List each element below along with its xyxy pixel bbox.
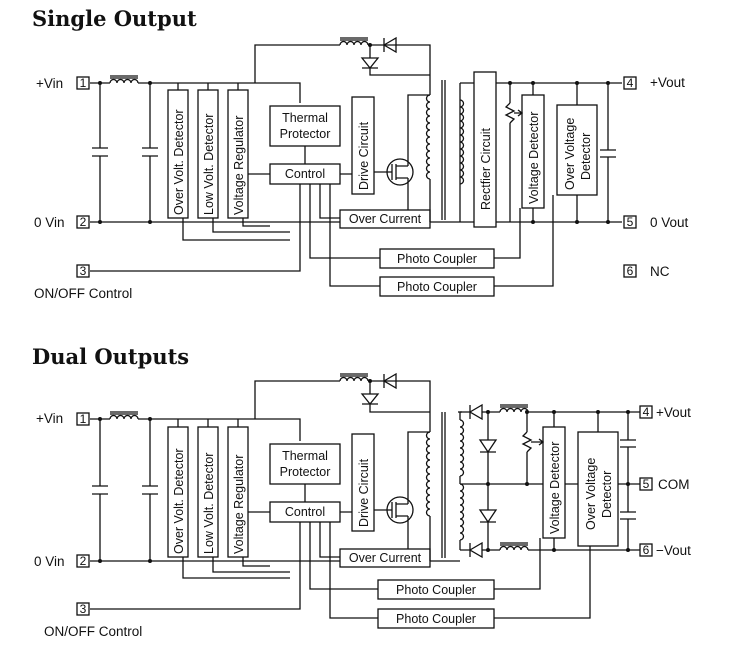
single-pin4-num: 4 [627, 76, 634, 90]
single-photo-coupler-2-label: Photo Coupler [397, 280, 477, 294]
single-low-volt-detector-label: Low Volt. Detector [202, 114, 216, 215]
dual-pin1-num: 1 [80, 412, 87, 426]
dual-pin3-label: ON/OFF Control [44, 624, 142, 639]
single-pin3-label: ON/OFF Control [34, 286, 132, 301]
dual-voltage-regulator-label: Voltage Regulator [232, 455, 246, 554]
single-pin1-box [76, 76, 90, 90]
dual-pin5-label: COM [658, 477, 690, 492]
single-secondary: Rectfier Circuit Voltage Detector Over V… [460, 71, 622, 228]
dual-pin3-num: 3 [80, 602, 87, 616]
dual-pin3-box [76, 602, 90, 616]
dual-voltage-detector-label: Voltage Detector [548, 442, 562, 534]
single-pin1-label: +Vin [36, 76, 63, 91]
single-rectifier-label: Rectfier Circuit [479, 128, 493, 210]
dual-pin1-label: +Vin [36, 411, 63, 426]
single-detectors: Over Volt. Detector Low Volt. Detector V… [167, 83, 290, 241]
dual-drive-circuit-label: Drive Circuit [357, 458, 371, 527]
single-pin1-num: 1 [80, 76, 87, 90]
dual-pin4-num: 4 [643, 405, 650, 419]
dual-thermal-protector-label-2: Protector [280, 465, 331, 479]
dual-pin5-num: 5 [643, 477, 650, 491]
dual-over-voltage-detector [577, 431, 619, 547]
dual-pin4-label: +Vout [656, 405, 691, 420]
dual-secondary: Voltage Detector Over Voltage Detector [460, 403, 636, 559]
dual-pin2-num: 2 [80, 554, 87, 568]
dual-pin6-num: 6 [643, 543, 650, 557]
single-pin6-label: NC [650, 264, 670, 279]
single-thermal-protector-label-2: Protector [280, 127, 331, 141]
dual-output-diagram: Dual Outputs Over Volt. Detector Low Vol… [32, 344, 691, 639]
dual-drive-circuit [351, 433, 375, 532]
single-control: Thermal Protector Control Drive Circuit … [90, 94, 554, 297]
single-voltage-regulator-label: Voltage Regulator [232, 116, 246, 215]
single-over-voltage-detector-label-2: Detector [579, 133, 593, 180]
single-over-current-label: Over Current [349, 212, 422, 226]
dual-low-volt-detector-label: Low Volt. Detector [202, 453, 216, 554]
dual-photo-coupler-1-label: Photo Coupler [396, 583, 476, 597]
single-control-label: Control [285, 167, 325, 181]
single-pin4-box [623, 76, 637, 90]
single-transformer [425, 75, 465, 222]
dual-control-label: Control [285, 505, 325, 519]
single-pin6-num: 6 [627, 264, 634, 278]
single-pin5-box [623, 215, 637, 229]
single-voltage-detector-label: Voltage Detector [527, 112, 541, 204]
dual-pin6-label: −Vout [656, 543, 691, 558]
single-pin6-box [623, 264, 637, 278]
dual-over-voltage-detector-label-2: Detector [600, 471, 614, 518]
single-pin3-num: 3 [80, 264, 87, 278]
dual-thermal-protector-label-1: Thermal [282, 449, 328, 463]
dual-pin2-label: 0 Vin [34, 554, 65, 569]
dual-control: Thermal Protector Control Drive Circuit … [90, 431, 591, 629]
single-pin2-box [76, 215, 90, 229]
single-thermal-protector-label-1: Thermal [282, 111, 328, 125]
dual-transformer [425, 411, 465, 561]
dual-pin1-box [76, 412, 90, 426]
single-drive-circuit-label: Drive Circuit [357, 121, 371, 190]
single-pin2-num: 2 [80, 215, 87, 229]
dual-over-voltage-detector-label-1: Over Voltage [584, 458, 598, 530]
single-input-wiring [90, 36, 460, 224]
single-pin3-box [76, 264, 90, 278]
single-over-volt-detector-label: Over Volt. Detector [172, 109, 186, 215]
dual-title: Dual Outputs [32, 344, 189, 369]
single-pin4-label: +Vout [650, 75, 685, 90]
single-pin2-label: 0 Vin [34, 215, 65, 230]
single-over-voltage-detector-label-1: Over Voltage [563, 118, 577, 190]
dual-over-volt-detector-label: Over Volt. Detector [172, 448, 186, 554]
single-pins: +Vin 1 0 Vin 2 3 ON/OFF Control 4 +Vout … [34, 75, 689, 301]
single-output-diagram: Single Output Over Volt. Detector [32, 6, 689, 301]
dual-over-current-label: Over Current [349, 551, 422, 565]
single-title: Single Output [32, 6, 197, 31]
single-thermal-protector [269, 105, 341, 147]
single-pin5-num: 5 [627, 215, 634, 229]
single-drive-circuit [351, 96, 375, 195]
dual-photo-coupler-2-label: Photo Coupler [396, 612, 476, 626]
single-pin5-label: 0 Vout [650, 215, 689, 230]
single-rectifier-circuit [473, 71, 497, 228]
dual-pins: +Vin 1 0 Vin 2 3 ON/OFF Control 4 +Vout … [34, 405, 691, 639]
single-photo-coupler-1-label: Photo Coupler [397, 252, 477, 266]
dual-pin2-box [76, 554, 90, 568]
dual-detectors: Over Volt. Detector Low Volt. Detector V… [167, 419, 290, 579]
